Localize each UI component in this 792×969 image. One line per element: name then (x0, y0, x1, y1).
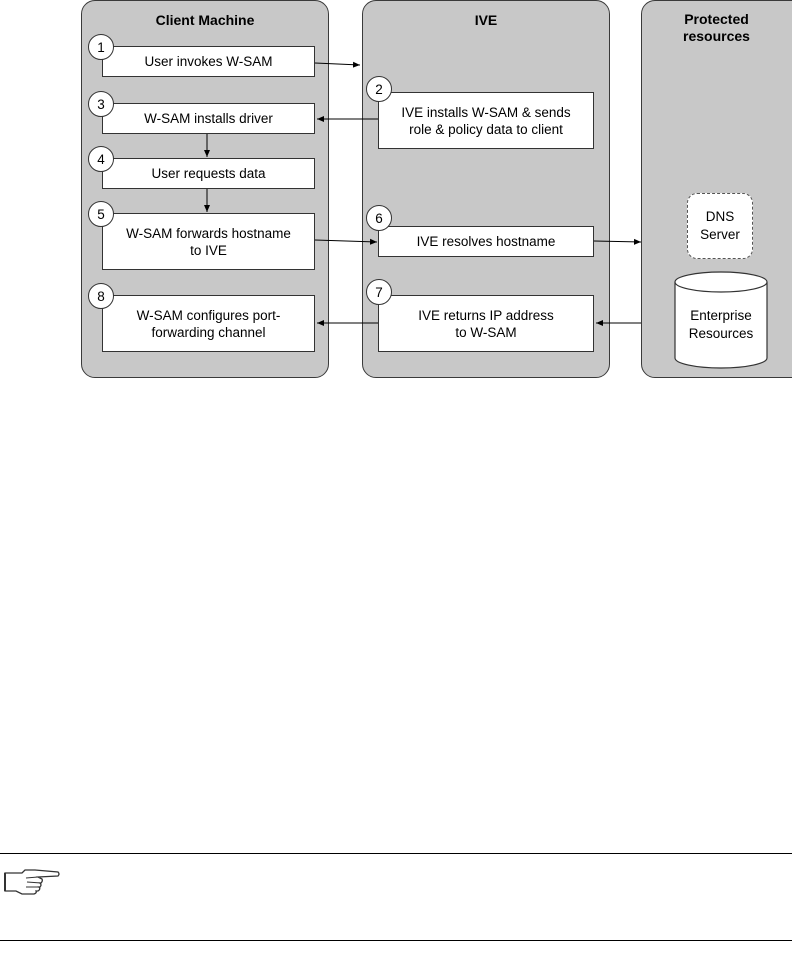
step-1-label: User invokes W-SAM (144, 54, 273, 69)
step-8-label-line1: W-SAM configures port- (136, 307, 281, 323)
step-2-label-line1: IVE installs W-SAM & sends (401, 104, 571, 120)
lane-title-line1: Protected (684, 11, 749, 27)
step-3-box: W-SAM installs driver (102, 103, 315, 134)
lane-title-ive: IVE (474, 12, 498, 28)
step-1-box: User invokes W-SAM (102, 46, 315, 77)
pointing-hand-icon (4, 869, 60, 895)
step-6-box: IVE resolves hostname (378, 226, 594, 257)
lane-title-line2: resources (683, 28, 750, 44)
step-3-label: W-SAM installs driver (144, 111, 273, 126)
dns-server-line1: DNS (705, 209, 735, 224)
step-2-box: IVE installs W-SAM & sends role & policy… (378, 92, 594, 149)
step-7-number: 7 (366, 279, 392, 305)
dns-server: DNS Server (687, 193, 753, 259)
step-6-label: IVE resolves hostname (416, 234, 556, 249)
step-5-label-line1: W-SAM forwards hostname (126, 225, 291, 241)
step-8-box: W-SAM configures port- forwarding channe… (102, 295, 315, 352)
step-3-number: 3 (88, 91, 114, 117)
step-5-label-line2: to IVE (190, 242, 227, 258)
step-4-label: User requests data (151, 166, 266, 181)
note-top-rule (0, 853, 792, 854)
step-8-label-line2: forwarding channel (151, 324, 266, 340)
enterprise-resources-cylinder (674, 271, 768, 369)
step-5-box: W-SAM forwards hostname to IVE (102, 213, 315, 270)
enterprise-resources-label: Enterprise Resources (673, 307, 769, 343)
lane-title-client-machine: Client Machine (155, 12, 255, 28)
step-6-number: 6 (366, 205, 392, 231)
lane-title-protected-resources: Protected resources (642, 11, 791, 45)
step-4-number: 4 (88, 146, 114, 172)
step-5-number: 5 (88, 201, 114, 227)
dns-server-line2: Server (700, 227, 740, 242)
step-8-number: 8 (88, 283, 114, 309)
step-4-box: User requests data (102, 158, 315, 189)
enterprise-resources-line1: Enterprise (690, 308, 752, 323)
note-bottom-rule (0, 940, 792, 941)
step-2-label-line2: role & policy data to client (409, 121, 563, 137)
step-7-label-line1: IVE returns IP address (418, 307, 554, 323)
step-7-box: IVE returns IP address to W-SAM (378, 295, 594, 352)
enterprise-resources-line2: Resources (688, 326, 754, 341)
step-1-number: 1 (88, 34, 114, 60)
step-7-label-line2: to W-SAM (455, 324, 517, 340)
step-2-number: 2 (366, 76, 392, 102)
